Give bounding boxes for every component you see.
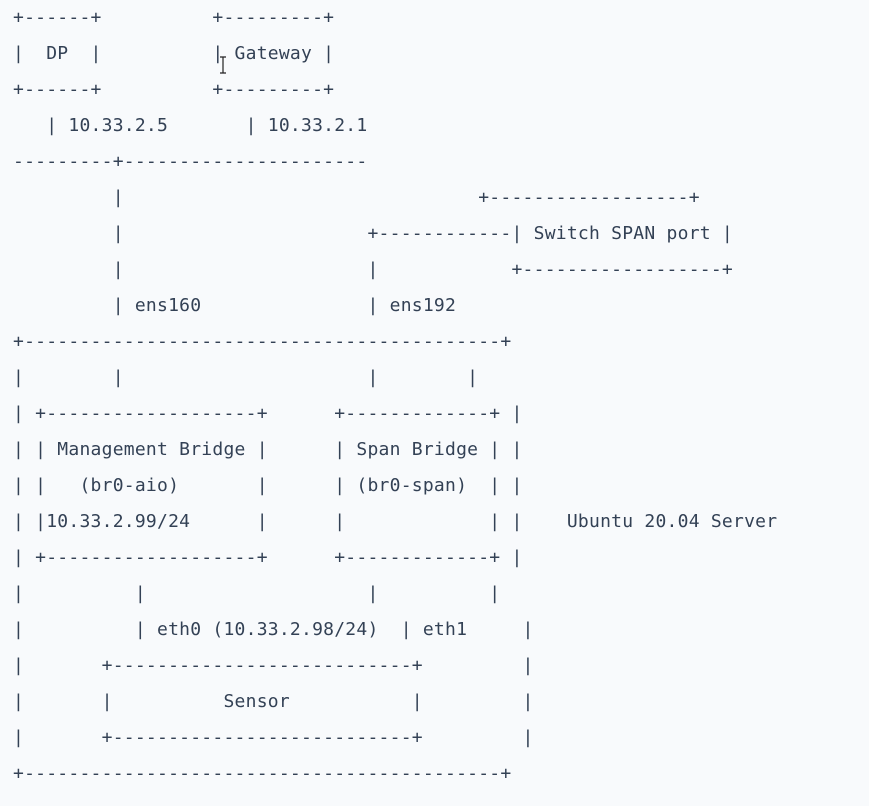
diagram-line-interfaces: | ens160 | ens192: [13, 295, 457, 316]
diagram-line-span-port-bottom: | | +------------------+: [13, 259, 733, 280]
diagram-line-dp-gateway-bottom: +------+ +---------+: [13, 79, 335, 100]
diagram-line-bridges-bottom: | +-------------------+ +-------------+ …: [13, 547, 523, 568]
diagram-line-sensor-interfaces: | | eth0 (10.33.2.98/24) | eth1 |: [13, 619, 534, 640]
text-cursor-icon: [220, 56, 226, 74]
diagram-line-server-connectors: | | | |: [13, 367, 479, 388]
diagram-line-server-top: +---------------------------------------…: [13, 331, 512, 352]
diagram-line-sensor-bottom: | +---------------------------+ |: [13, 727, 534, 748]
diagram-line-bridges-top: | +-------------------+ +-------------+ …: [13, 403, 523, 424]
diagram-line-sensor-label: | | Sensor | |: [13, 691, 534, 712]
diagram-line-span-port-top: | +------------------+: [13, 187, 700, 208]
diagram-line-span-port-label: | +------------| Switch SPAN port |: [13, 223, 733, 244]
diagram-line-bridge-ip-server-label: | |10.33.2.99/24 | | | | Ubuntu 20.04 Se…: [13, 511, 778, 532]
diagram-line-dp-gateway-top: +------+ +---------+: [13, 7, 335, 28]
diagram-line-bridge-names: | | Management Bridge | | Span Bridge | …: [13, 439, 523, 460]
diagram-line-sensor-connectors: | | | |: [13, 583, 501, 604]
diagram-line-bridge-devices: | | (br0-aio) | | (br0-span) | |: [13, 475, 523, 496]
diagram-line-network-bus: ---------+----------------------: [13, 151, 368, 172]
diagram-line-sensor-top: | +---------------------------+ |: [13, 655, 534, 676]
diagram-line-server-bottom: +---------------------------------------…: [13, 763, 512, 784]
diagram-line-ip-addresses: | 10.33.2.5 | 10.33.2.1: [13, 115, 368, 136]
network-topology-diagram: +------+ +---------+ | DP | | Gateway | +-…: [13, 0, 777, 792]
diagram-line-dp-gateway-labels: | DP | | Gateway |: [13, 43, 335, 64]
